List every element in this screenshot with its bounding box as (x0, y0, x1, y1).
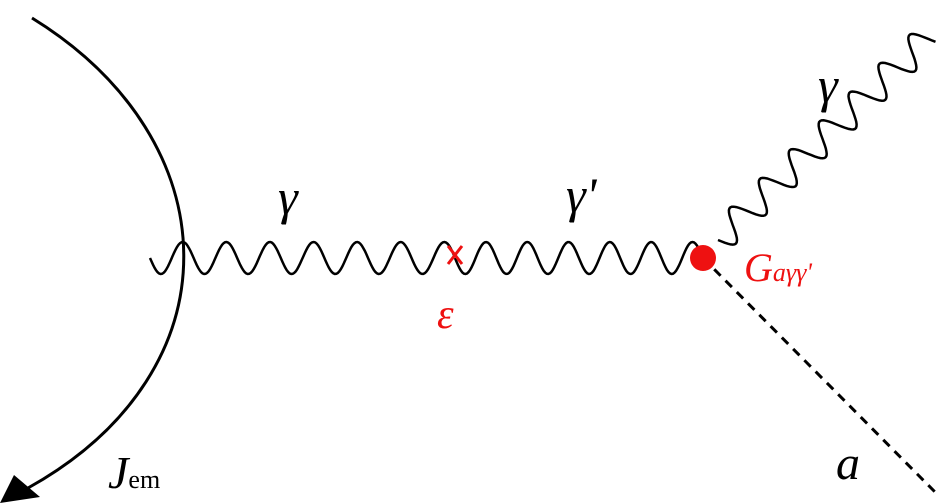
dark-photon-label: γ' (566, 167, 597, 223)
coupling-subscript: aγγ' (772, 258, 812, 287)
outgoing-photon-line (717, 32, 936, 246)
current-symbol: J (108, 447, 129, 498)
outgoing-photon-label: γ (818, 57, 838, 113)
photon-label-left: γ (278, 169, 298, 225)
kinetic-mixing-cross (446, 245, 464, 265)
mixing-parameter-label: ε (437, 292, 454, 338)
coupling-symbol: G (744, 245, 773, 290)
em-current-line (27, 16, 186, 490)
photon-propagator (148, 240, 457, 276)
axion-label: a (836, 437, 860, 490)
axion-line (701, 256, 938, 497)
current-arrowhead (0, 475, 40, 503)
current-label: Jem (108, 450, 160, 496)
coupling-vertex-dot (690, 245, 716, 271)
dark-photon-propagator (453, 240, 705, 276)
coupling-label: Gaγγ' (744, 248, 812, 288)
current-subscript: em (128, 465, 161, 494)
